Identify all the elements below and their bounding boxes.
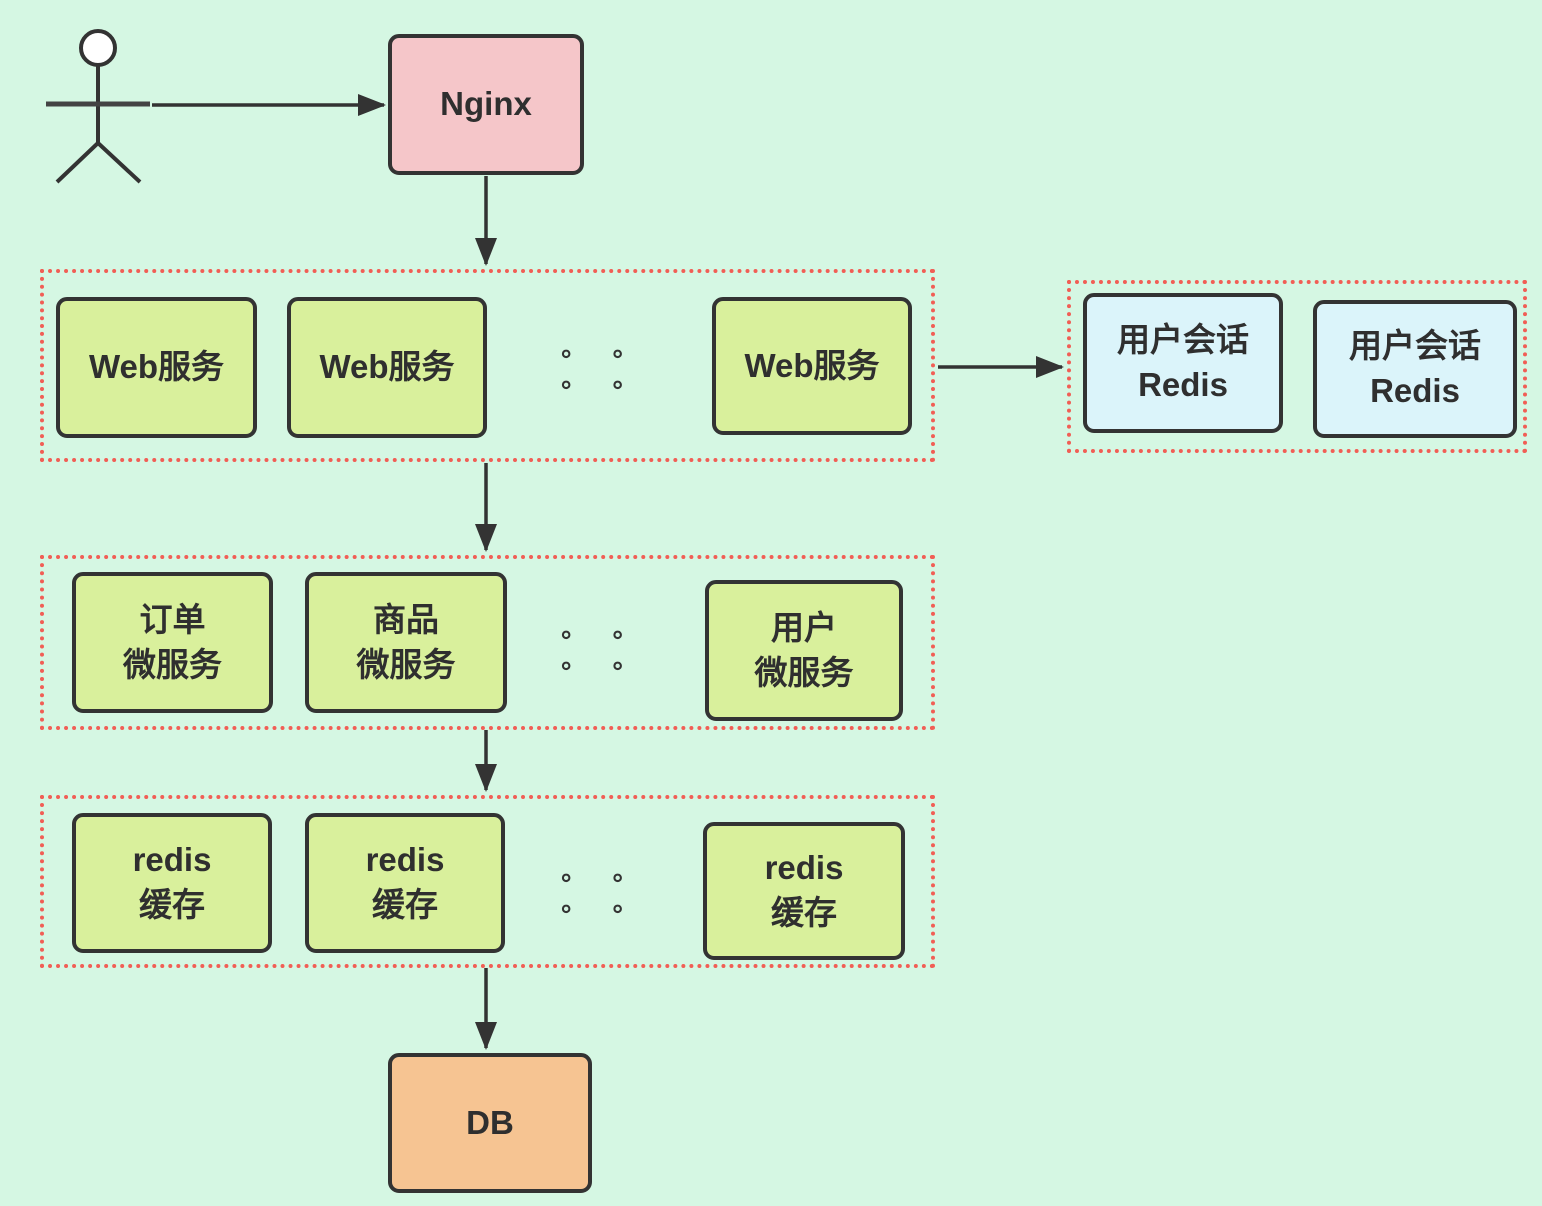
node-redis-cache-n-label: redis 缓存 <box>764 849 844 931</box>
node-db-label: DB <box>466 1103 514 1141</box>
redis-cache-cluster <box>40 795 935 968</box>
node-nginx: Nginx <box>388 34 584 175</box>
node-web-service-2: Web服务 <box>287 297 487 438</box>
node-user-microservice: 用户 微服务 <box>705 580 903 721</box>
node-web-service-1: Web服务 <box>56 297 257 438</box>
node-redis-cache-n: redis 缓存 <box>703 822 905 960</box>
ellipsis-dots-microservices: ∘ ∘ ∘ ∘ <box>558 619 640 680</box>
node-order-microservice: 订单 微服务 <box>72 572 273 713</box>
node-session-redis-1: 用户会话 Redis <box>1083 293 1283 433</box>
node-web-service-1-label: Web服务 <box>88 348 225 386</box>
node-product-microservice-label: 商品 微服务 <box>356 600 456 683</box>
node-redis-cache-1: redis 缓存 <box>72 813 272 953</box>
node-session-redis-2-label: 用户会话 Redis <box>1349 327 1481 409</box>
node-order-microservice-label: 订单 微服务 <box>123 600 222 683</box>
node-product-microservice: 商品 微服务 <box>305 572 507 713</box>
web-services-cluster <box>40 269 935 462</box>
ellipsis-dots-web: ∘ ∘ ∘ ∘ <box>558 338 640 399</box>
node-session-redis-2: 用户会话 Redis <box>1313 300 1517 438</box>
node-user-microservice-label: 用户 微服务 <box>754 608 854 691</box>
node-nginx-label: Nginx <box>440 85 532 123</box>
node-web-service-2-label: Web服务 <box>319 348 455 386</box>
node-session-redis-1-label: 用户会话 Redis <box>1117 321 1249 403</box>
node-db: DB <box>388 1053 592 1193</box>
session-redis-cluster <box>1067 280 1527 453</box>
node-redis-cache-1-label: redis 缓存 <box>132 841 212 923</box>
node-web-service-n: Web服务 <box>712 297 912 435</box>
node-redis-cache-2-label: redis 缓存 <box>365 841 445 923</box>
microservices-cluster <box>40 555 935 730</box>
node-redis-cache-2: redis 缓存 <box>305 813 505 953</box>
user-actor-icon <box>46 29 150 184</box>
ellipsis-dots-cache: ∘ ∘ ∘ ∘ <box>558 862 640 923</box>
node-web-service-n-label: Web服务 <box>744 346 880 384</box>
